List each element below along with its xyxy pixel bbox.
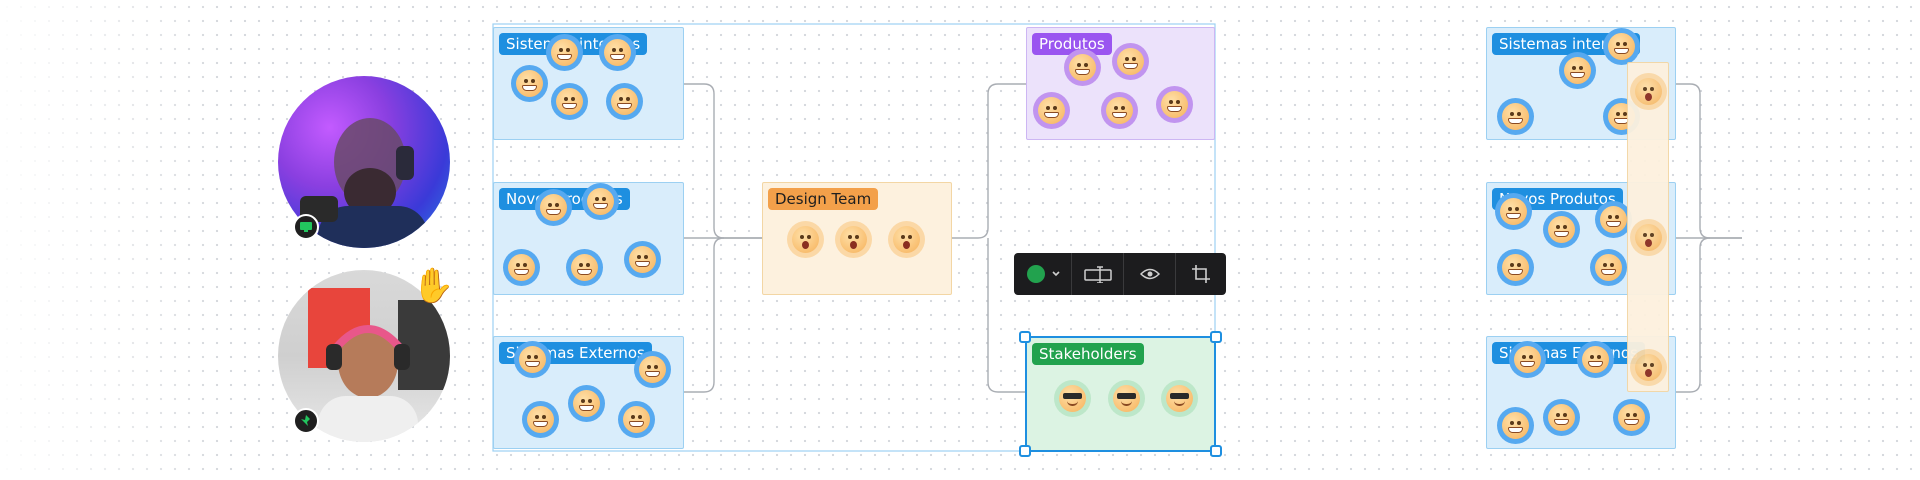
resize-handle-bottom-left[interactable] (1019, 445, 1031, 457)
avatar[interactable] (568, 385, 605, 422)
group-design-team[interactable]: Design Team (762, 182, 952, 295)
avatar[interactable] (634, 351, 671, 388)
pin-badge (293, 408, 319, 434)
screen-share-icon (300, 222, 312, 232)
eye-icon (1139, 268, 1160, 280)
text-resize-button[interactable] (1072, 253, 1124, 295)
participant-silhouette (300, 118, 428, 248)
avatar[interactable] (511, 65, 548, 102)
avatar[interactable] (566, 249, 603, 286)
avatar[interactable] (1590, 249, 1627, 286)
avatar[interactable] (1509, 341, 1546, 378)
avatar[interactable] (514, 341, 551, 378)
avatar[interactable] (582, 183, 619, 220)
avatar[interactable] (1108, 380, 1145, 417)
selection-toolbar (1014, 253, 1226, 295)
avatar[interactable] (551, 83, 588, 120)
avatar[interactable] (1112, 43, 1149, 80)
color-picker-button[interactable] (1014, 253, 1072, 295)
avatar[interactable] (1630, 219, 1667, 256)
group-label: Stakeholders (1032, 343, 1144, 365)
avatar[interactable] (546, 34, 583, 71)
group-sistemas-internos[interactable]: Sistemas internos (493, 27, 684, 140)
avatar[interactable] (522, 401, 559, 438)
avatar[interactable] (535, 189, 572, 226)
avatar[interactable] (1033, 92, 1070, 129)
raised-hand-reaction: ✋ (412, 266, 455, 306)
avatar[interactable] (503, 249, 540, 286)
group-sistemas-externos[interactable]: Sistemas Externos (493, 336, 684, 449)
avatar[interactable] (1161, 380, 1198, 417)
pin-icon (301, 415, 310, 426)
avatar[interactable] (1603, 28, 1640, 65)
avatar[interactable] (835, 221, 872, 258)
avatar[interactable] (1630, 73, 1667, 110)
resize-handle-top-left[interactable] (1019, 331, 1031, 343)
group-produtos[interactable]: Produtos (1026, 27, 1215, 140)
avatar[interactable] (599, 34, 636, 71)
avatar[interactable] (787, 221, 824, 258)
avatar[interactable] (1497, 249, 1534, 286)
group-label: Design Team (768, 188, 879, 210)
avatar[interactable] (1054, 380, 1091, 417)
group-label: Produtos (1032, 33, 1112, 55)
resize-handle-top-right[interactable] (1210, 331, 1222, 343)
canvas-fade (0, 0, 220, 480)
avatar[interactable] (1559, 52, 1596, 89)
avatar[interactable] (1577, 341, 1614, 378)
avatar[interactable] (1064, 49, 1101, 86)
avatar[interactable] (1543, 211, 1580, 248)
avatar[interactable] (606, 83, 643, 120)
avatar[interactable] (618, 401, 655, 438)
participant-silhouette (308, 288, 450, 442)
avatar[interactable] (1495, 193, 1532, 230)
avatar[interactable] (1156, 86, 1193, 123)
avatar[interactable] (1613, 399, 1650, 436)
visibility-button[interactable] (1124, 253, 1176, 295)
crop-frame-button[interactable] (1176, 253, 1226, 295)
avatar[interactable] (624, 241, 661, 278)
group-novos-produtos[interactable]: Novos Produtos (493, 182, 684, 295)
text-resize-icon (1083, 266, 1112, 283)
resize-handle-bottom-right[interactable] (1210, 445, 1222, 457)
screen-share-badge (293, 214, 319, 240)
avatar[interactable] (1630, 349, 1667, 386)
avatar[interactable] (1543, 399, 1580, 436)
avatar[interactable] (1101, 92, 1138, 129)
avatar[interactable] (1497, 407, 1534, 444)
avatar[interactable] (888, 221, 925, 258)
avatar[interactable] (1595, 201, 1632, 238)
crop-frame-icon (1192, 265, 1210, 283)
design-team-column[interactable] (1627, 62, 1669, 392)
color-swatch-icon (1026, 265, 1060, 283)
group-stakeholders[interactable]: Stakeholders (1025, 336, 1216, 452)
avatar[interactable] (1497, 98, 1534, 135)
